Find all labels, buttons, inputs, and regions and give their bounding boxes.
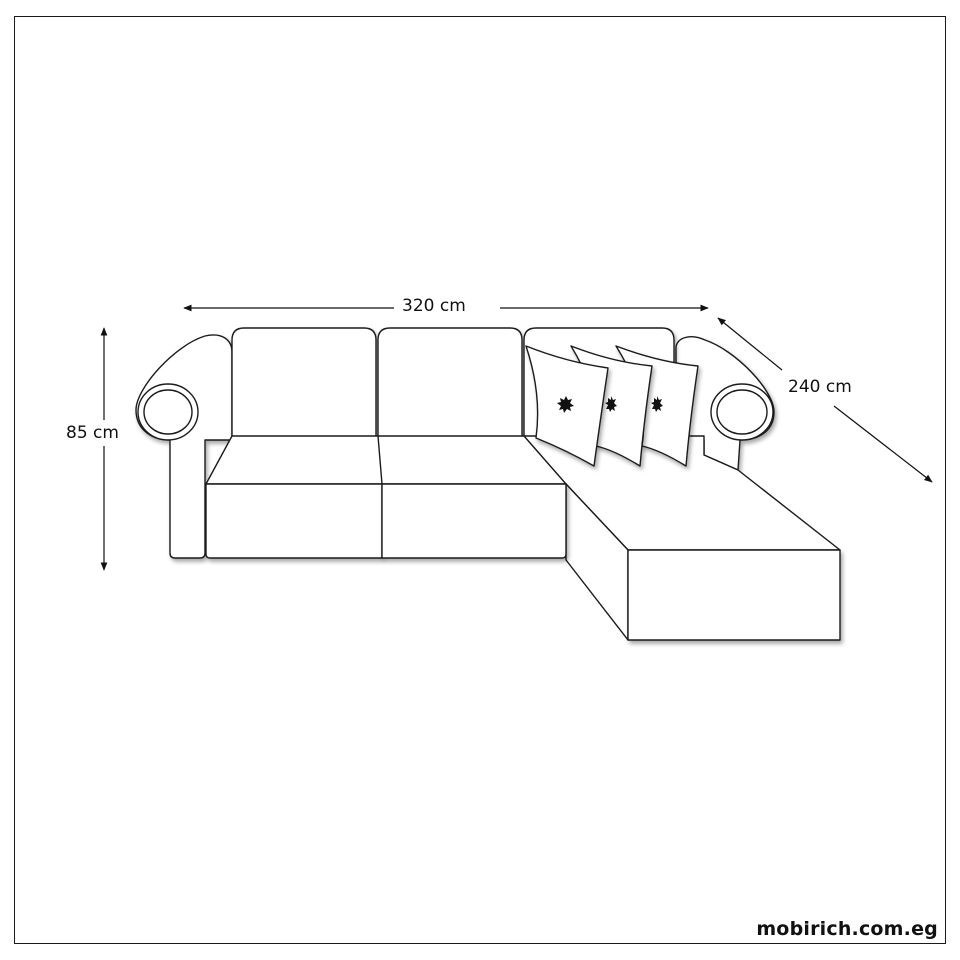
left-armrest: [135, 334, 233, 559]
back-cushion-left: [231, 327, 377, 439]
back-cushion-middle: [377, 327, 523, 439]
height-dimension-label: 85 cm: [66, 423, 119, 443]
seat-front-left: [205, 483, 383, 559]
brand-watermark: mobirich.com.eg: [756, 918, 938, 940]
depth-arrow-lower: [833, 405, 933, 483]
pillow-buttons: [557, 396, 663, 413]
depth-dimension-label: 240 cm: [788, 377, 852, 397]
depth-arrow-upper: [717, 317, 783, 371]
width-dimension-label: 320 cm: [398, 296, 470, 316]
pillow-button-icon: [557, 396, 574, 413]
pillow-button-icon: [605, 396, 617, 412]
pillow-button-icon: [651, 396, 663, 412]
seat-front-middle: [381, 483, 567, 559]
chaise-front: [627, 549, 841, 641]
